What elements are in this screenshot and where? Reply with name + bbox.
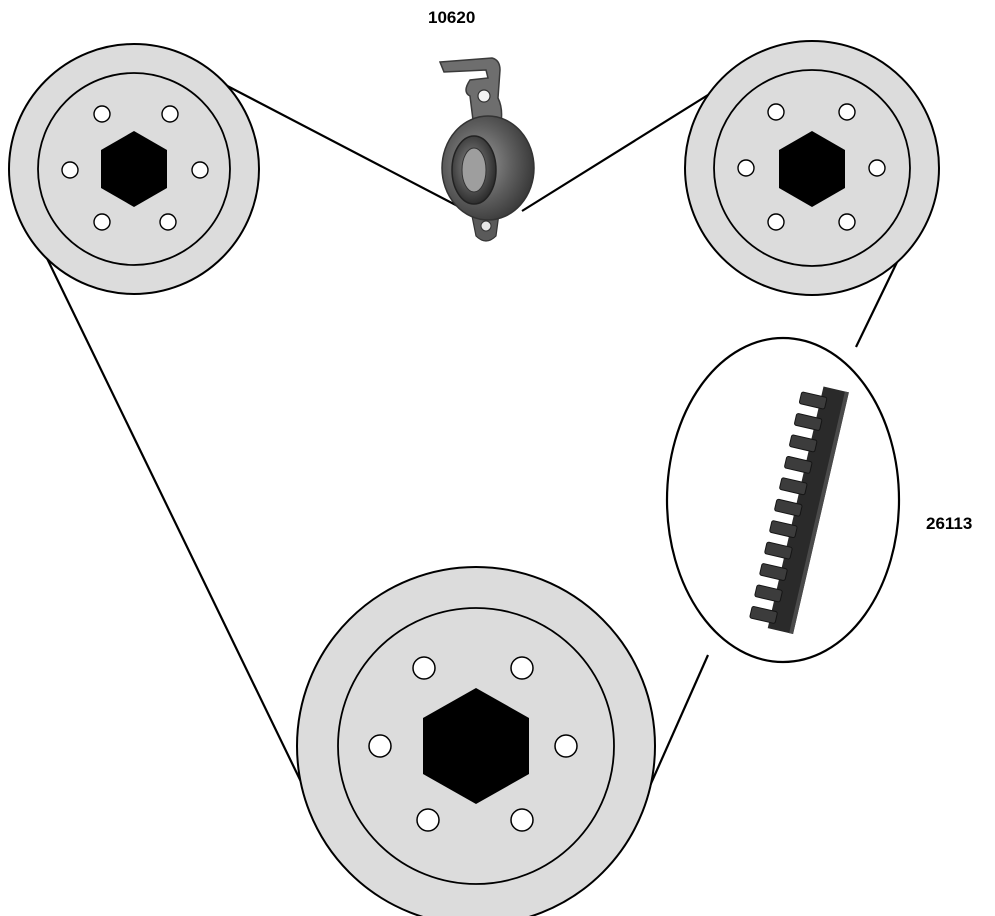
belt-inset	[665, 336, 901, 664]
bolt-holes	[368, 656, 578, 832]
belt-line-top-right	[521, 84, 725, 212]
belt-tensioner-pulley-icon	[438, 57, 535, 242]
bolt-holes	[737, 103, 886, 231]
belt-part-number: 26113	[926, 514, 973, 533]
belt-line-left	[41, 247, 306, 791]
hub-hexagon	[779, 131, 845, 207]
pulley-top-right	[684, 40, 940, 296]
belt-line-right-lower	[647, 654, 710, 789]
toothed-timing-belt-icon	[749, 386, 849, 634]
belt-line-right-upper	[855, 255, 901, 348]
hub-hexagon	[101, 131, 167, 207]
belt-run-lines	[41, 77, 901, 791]
bolt-holes	[61, 105, 209, 231]
hub-hexagon	[423, 688, 529, 804]
pulley-bottom	[296, 566, 656, 916]
tensioner-part-number: 10620	[428, 8, 476, 27]
belt-line-top-left	[211, 77, 474, 215]
pulley-top-left	[8, 43, 260, 295]
